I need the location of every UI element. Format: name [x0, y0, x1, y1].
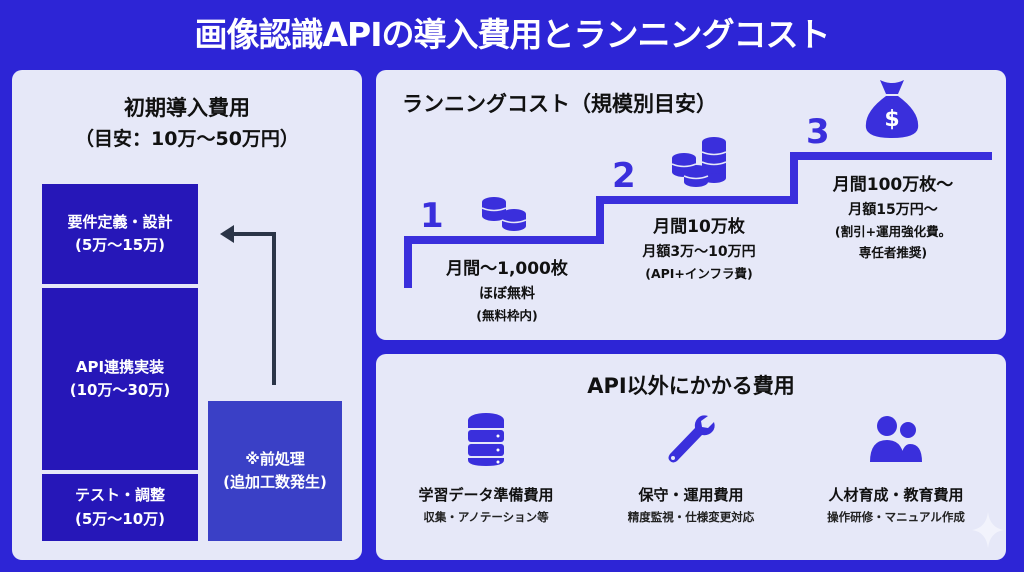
step-volume: 月間100万枚〜	[832, 175, 954, 195]
block-range: (5万〜10万)	[74, 509, 166, 528]
block-range: (10万〜30万)	[69, 381, 171, 399]
running-cost-panel: ランニングコスト（規模別目安） 1 2 3 $ 月間〜1,000枚 ほぼ無料 (	[376, 70, 1006, 340]
step-note-2: 専任者推奨)	[858, 245, 928, 260]
running-cost-heading: ランニングコスト（規模別目安）	[402, 92, 717, 116]
block-label: ※前処理	[245, 449, 305, 468]
coins-small-icon	[481, 197, 527, 231]
other-cost-item-maintenance: 保守・運用費用 精度監視・仕様変更対応	[591, 412, 791, 525]
item-sub: 操作研修・マニュアル作成	[827, 510, 965, 524]
sparkle-icon	[972, 512, 1004, 548]
step-note: (割引+運用強化費。	[834, 224, 952, 239]
step-2-text: 月間10万枚 月額3万〜10万円 (API+インフラ費)	[604, 212, 794, 282]
other-costs-panel: API以外にかかる費用 学習データ準備費用 収集・アノテーション等 保守・運用費…	[376, 354, 1006, 560]
block-range: (5万〜15万)	[74, 236, 166, 254]
block-preprocessing: ※前処理 (追加工数発生)	[208, 401, 342, 541]
block-api-implementation: API連携実装 (10万〜30万)	[42, 288, 198, 470]
step-number-3: 3	[806, 112, 830, 152]
svg-text:$: $	[884, 107, 899, 132]
initial-cost-heading: 初期導入費用	[124, 96, 250, 120]
block-label: API連携実装	[75, 357, 165, 376]
block-label: 要件定義・設計	[67, 212, 173, 231]
step-note: (API+インフラ費)	[645, 266, 753, 281]
other-cost-item-training: 人材育成・教育費用 操作研修・マニュアル作成	[796, 412, 996, 525]
item-label: 人材育成・教育費用	[828, 486, 964, 504]
item-sub: 精度監視・仕様変更対応	[627, 510, 755, 524]
step-number-1: 1	[420, 196, 444, 236]
block-requirements: 要件定義・設計 (5万〜15万)	[42, 184, 198, 284]
wrench-icon	[668, 415, 715, 463]
step-cost: 月額3万〜10万円	[642, 244, 756, 260]
item-sub: 収集・アノテーション等	[423, 510, 549, 524]
other-costs-heading: API以外にかかる費用	[587, 374, 795, 398]
money-bag-icon: $	[865, 80, 919, 138]
item-label: 保守・運用費用	[638, 486, 744, 504]
database-icon	[468, 413, 504, 466]
page-title: 画像認識APIの導入費用とランニングコスト	[194, 15, 830, 54]
step-cost: ほぼ無料	[479, 286, 535, 302]
arrow-left-icon	[220, 225, 276, 385]
block-label: テスト・調整	[74, 486, 165, 505]
other-cost-item-data: 学習データ準備費用 収集・アノテーション等	[386, 412, 586, 525]
step-number-2: 2	[612, 156, 636, 196]
step-1-text: 月間〜1,000枚 ほぼ無料 (無料枠内)	[412, 254, 602, 324]
step-volume: 月間10万枚	[653, 217, 745, 237]
block-testing: テスト・調整 (5万〜10万)	[42, 474, 198, 541]
block-note: (追加工数発生)	[223, 473, 327, 491]
initial-cost-estimate: （目安：10万〜50万円）	[75, 128, 299, 150]
staircase-line	[404, 152, 992, 288]
users-icon	[870, 416, 922, 462]
step-cost: 月額15万円〜	[848, 202, 938, 218]
item-label: 学習データ準備費用	[418, 486, 554, 504]
step-note: (無料枠内)	[476, 308, 538, 323]
step-3-text: 月間100万枚〜 月額15万円〜 (割引+運用強化費。 専任者推奨)	[798, 170, 988, 261]
step-volume: 月間〜1,000枚	[446, 259, 568, 279]
initial-cost-panel: 初期導入費用 （目安：10万〜50万円） 要件定義・設計 (5万〜15万) AP…	[12, 70, 362, 560]
coins-medium-icon	[671, 137, 727, 187]
